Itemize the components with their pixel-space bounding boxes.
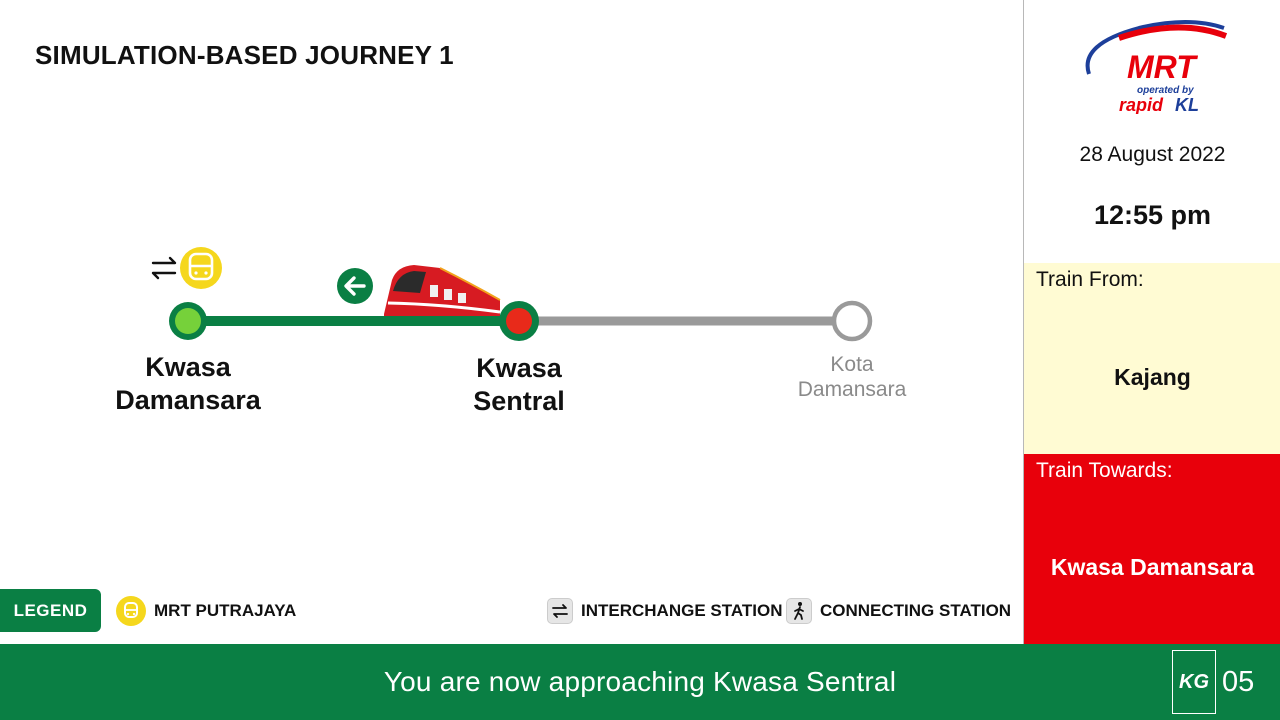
station-name-line1: Kota <box>830 353 874 376</box>
mrt-rapidkl-logo: MRT operated by rapid KL <box>1085 20 1228 114</box>
station-number: 05 <box>1222 666 1255 698</box>
train-from-box: Train From: Kajang <box>1024 263 1280 454</box>
legend-title: LEGEND <box>0 589 101 632</box>
station-marker-kwasa-sentral <box>499 301 539 341</box>
mrt-putrajaya-line-icon <box>180 247 222 289</box>
legend-item-connecting: CONNECTING STATION <box>786 597 1011 625</box>
legend-label: MRT PUTRAJAYA <box>154 601 297 620</box>
logo-kl-text: KL <box>1175 95 1199 114</box>
direction-arrow-left-icon <box>337 268 373 304</box>
station-label-kwasa-sentral: Kwasa Sentral <box>429 352 609 418</box>
interchange-icon <box>151 256 177 280</box>
legend-label: CONNECTING STATION <box>820 601 1012 620</box>
train-from-value: Kajang <box>1114 364 1191 390</box>
station-name-line1: Kwasa <box>145 352 231 382</box>
logo-rapid-text: rapid <box>1119 95 1164 114</box>
route-map-area: SIMULATION-BASED JOURNEY 1 <box>0 40 1012 632</box>
legend-label: INTERCHANGE STATION <box>581 601 783 620</box>
station-marker-kota-damansara <box>831 300 873 342</box>
station-marker-kwasa-damansara <box>169 302 207 340</box>
info-panel: MRT operated by rapid KL 28 August 2022 … <box>1023 0 1280 644</box>
announcement-bar: You are now approaching Kwasa Sentral KG… <box>0 644 1280 720</box>
logo-mrt-text: MRT <box>1127 49 1198 85</box>
interchange-icon <box>547 598 573 624</box>
legend-item-interchange: INTERCHANGE STATION <box>547 597 782 625</box>
station-name-line2: Damansara <box>797 378 907 401</box>
train-towards-box: Train Towards: Kwasa Damansara <box>1024 454 1280 644</box>
legend-item-mrt-putrajaya: MRT PUTRAJAYA <box>116 596 297 626</box>
station-label-kwasa-damansara: Kwasa Damansara <box>98 351 278 417</box>
train-icon <box>384 265 501 316</box>
journey-title: SIMULATION-BASED JOURNEY 1 <box>35 40 454 70</box>
route-diagram <box>151 247 873 342</box>
station-name-line2: Sentral <box>473 386 565 416</box>
logo-tag-text: operated by <box>1137 85 1194 96</box>
train-towards-label: Train Towards: <box>1036 459 1173 482</box>
station-label-kota-damansara: Kota Damansara <box>762 352 942 402</box>
train-from-label: Train From: <box>1036 268 1144 291</box>
train-towards-value: Kwasa Damansara <box>1050 554 1255 580</box>
station-name-line2: Damansara <box>115 385 261 415</box>
line-code-badge: KG <box>1172 650 1216 714</box>
walking-person-icon <box>786 598 812 624</box>
current-time: 12:55 pm <box>1093 200 1212 230</box>
station-name-line1: Kwasa <box>476 353 562 383</box>
mrt-train-icon <box>116 596 146 626</box>
announcement-message: You are now approaching Kwasa Sentral <box>383 666 897 697</box>
current-date: 28 August 2022 <box>1079 143 1226 166</box>
